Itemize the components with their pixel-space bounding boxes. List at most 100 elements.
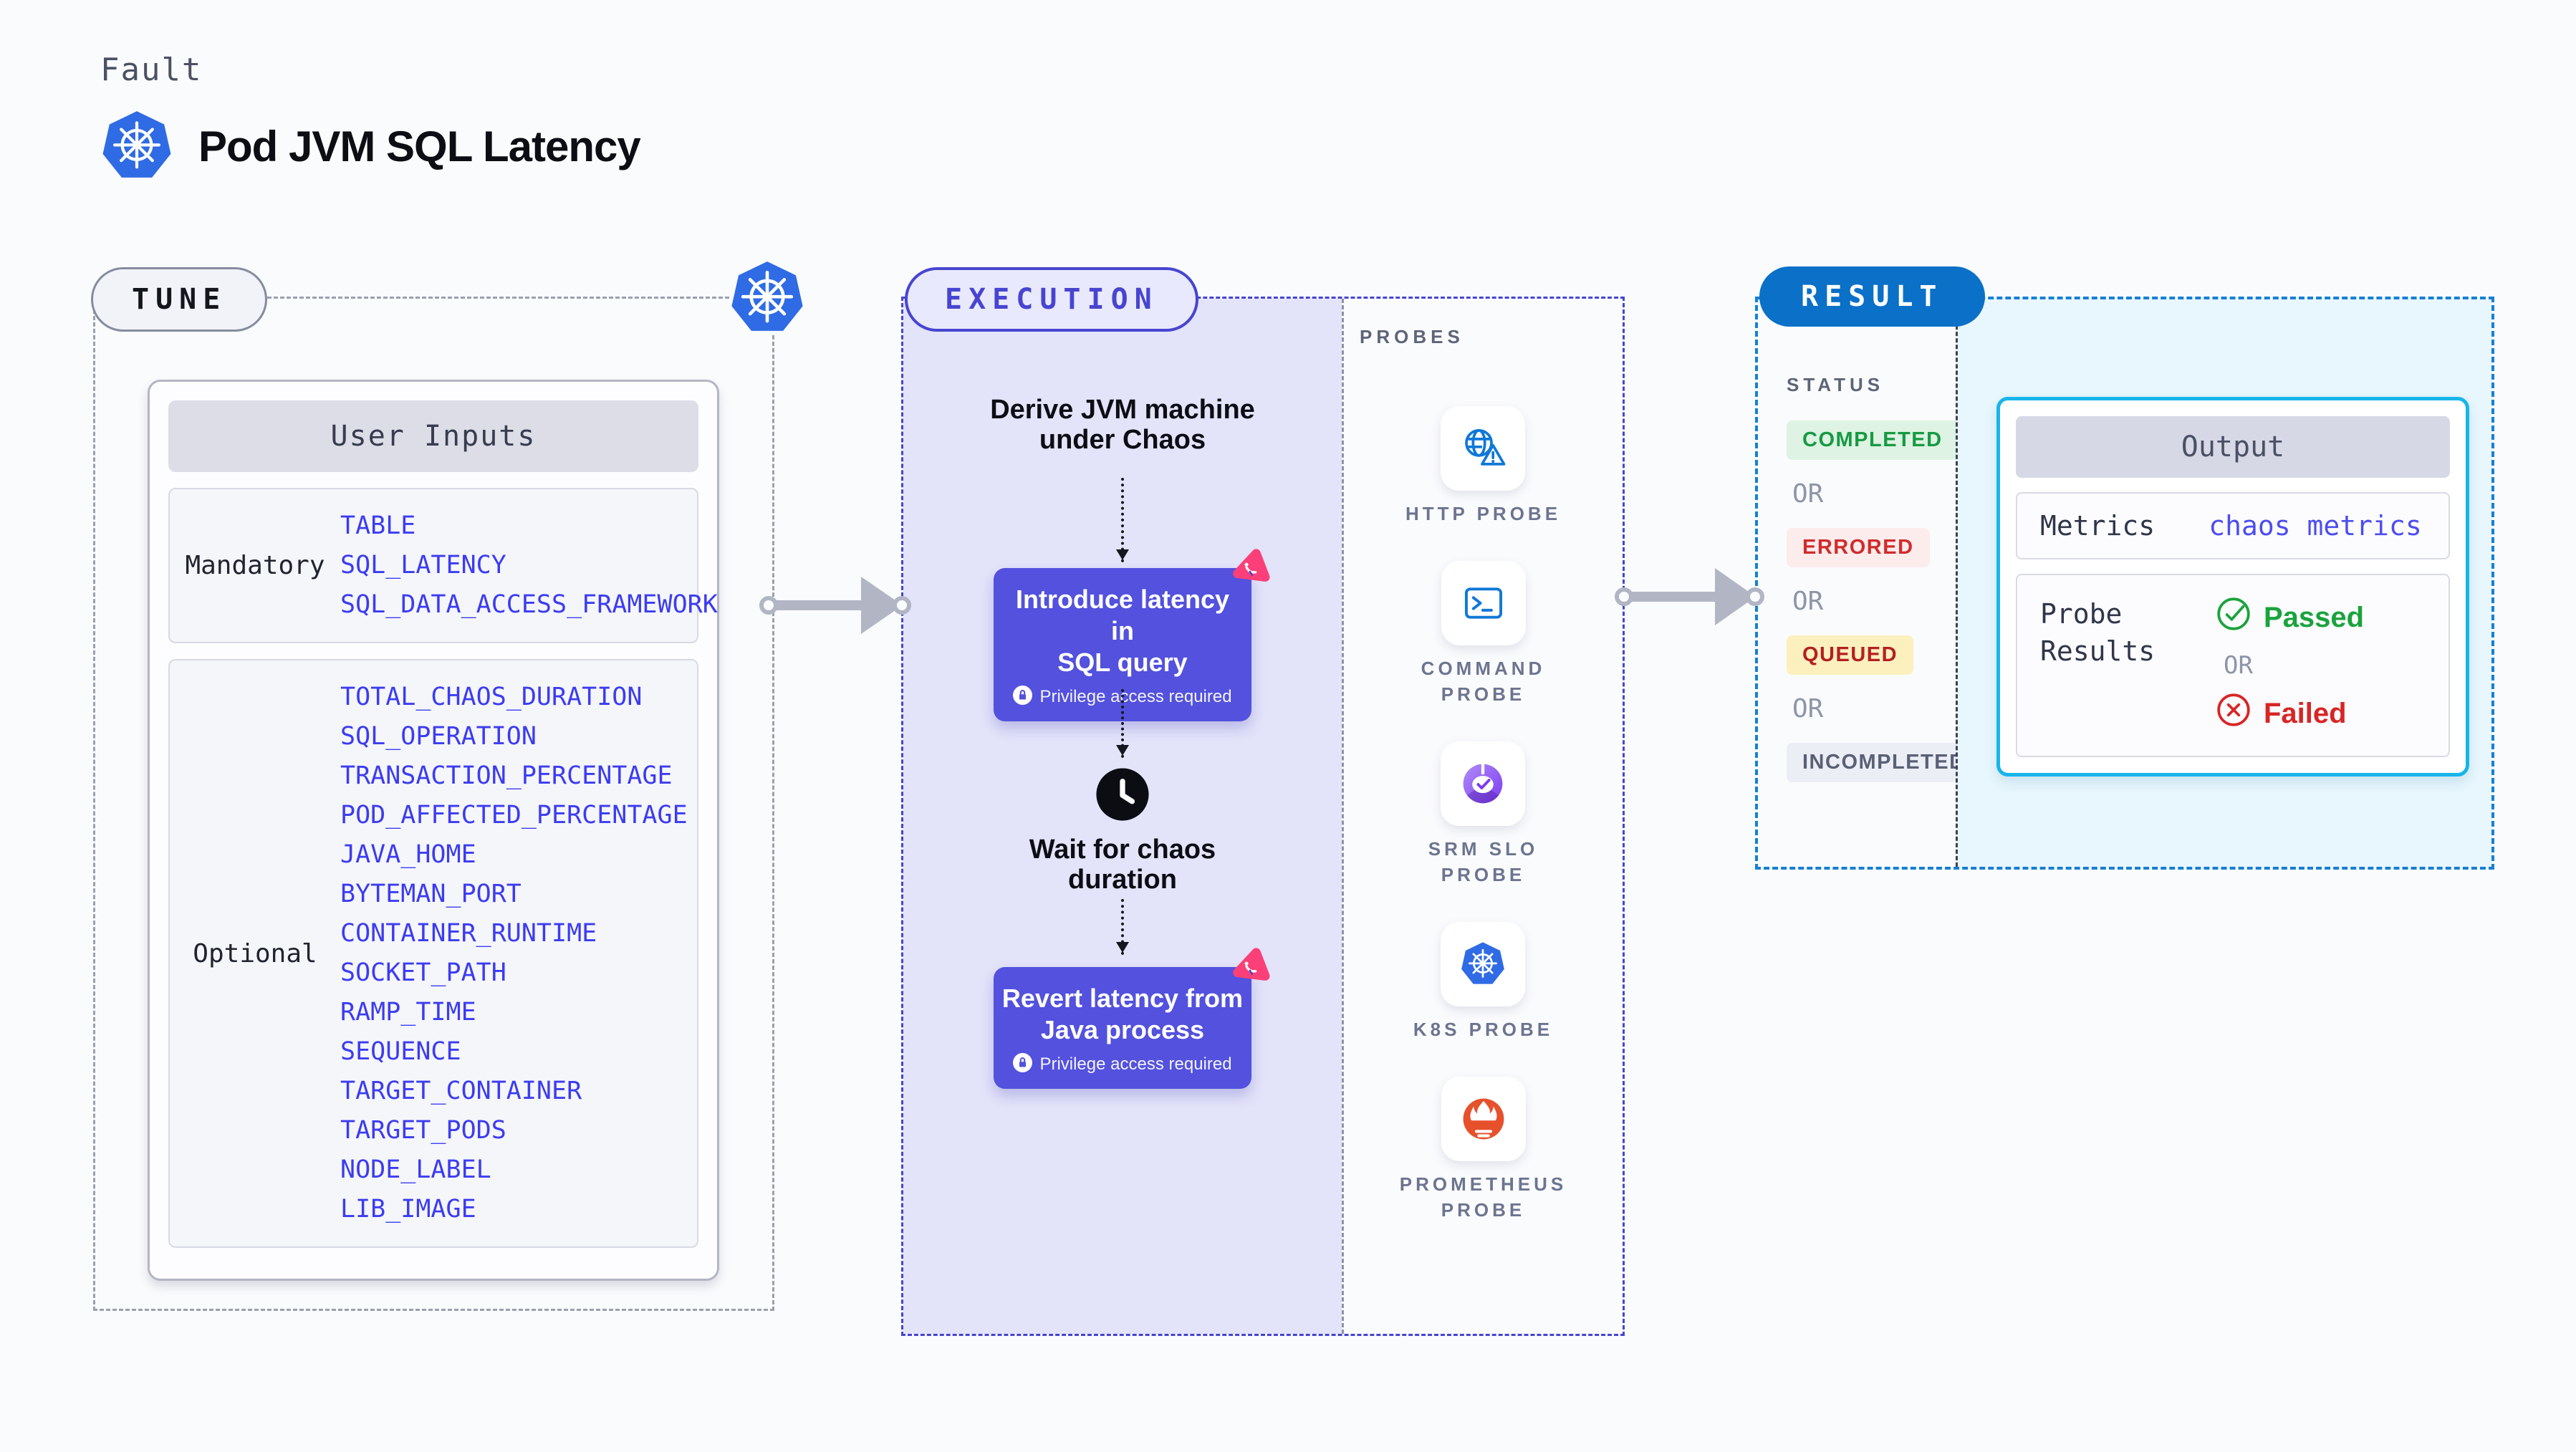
tune-badge: TUNE	[91, 267, 268, 332]
or-label: OR	[1792, 479, 1824, 509]
user-inputs-title: User Inputs	[168, 400, 698, 472]
probe-results-values: Passed OR Failed	[2205, 595, 2426, 736]
clock-icon	[1095, 766, 1150, 822]
metrics-value: chaos metrics	[2209, 510, 2422, 542]
status-badge-completed: COMPLETED	[1787, 420, 1959, 460]
k8s-probe-icon	[1441, 922, 1526, 1006]
kubernetes-icon	[100, 109, 174, 183]
probe-results-row: Probe Results Passed OR	[2016, 574, 2450, 757]
env-var: TARGET_PODS	[340, 1116, 506, 1145]
status-title: STATUS	[1787, 374, 1885, 395]
node-title: Revert latency from Java process	[1001, 984, 1244, 1044]
env-var: CONTAINER_RUNTIME	[340, 919, 597, 948]
probe-item-prometheus: PROMETHEUS PROBE	[1400, 1077, 1567, 1223]
probe-label: COMMAND PROBE	[1421, 658, 1546, 705]
metrics-row: Metrics chaos metrics	[2016, 492, 2450, 559]
probe-label: HTTP PROBE	[1405, 503, 1562, 524]
result-badge: RESULT	[1759, 266, 1985, 327]
litmus-chaos-icon	[1226, 547, 1270, 591]
env-var: TRANSACTION_PERCENTAGE	[340, 761, 673, 790]
status-column: STATUS COMPLETED OR ERRORED OR QUEUED OR…	[1758, 299, 1981, 867]
passed-label: Passed	[2264, 601, 2365, 633]
title-row: Pod JVM SQL Latency	[100, 109, 641, 183]
user-inputs-card: User Inputs Mandatory TABLE SQL_LATENCY …	[148, 380, 719, 1281]
status-badge-incompleted: INCOMPLETED	[1787, 743, 1981, 782]
result-section: RESULT STATUS COMPLETED OR ERRORED OR QU…	[1755, 266, 2494, 870]
env-var: JAVA_HOME	[340, 840, 476, 869]
page-title: Pod JVM SQL Latency	[198, 122, 641, 170]
or-label: OR	[1792, 694, 1824, 723]
output-title: Output	[2016, 416, 2450, 478]
prometheus-probe-icon	[1441, 1077, 1526, 1161]
flow-arrow	[1116, 478, 1129, 562]
check-circle-icon	[2215, 595, 2252, 640]
env-var: TABLE	[340, 511, 416, 540]
env-var: SEQUENCE	[340, 1037, 461, 1066]
privilege-note: Privilege access required	[1039, 687, 1232, 706]
fault-eyebrow: Fault	[100, 52, 203, 88]
privilege-note-row: Privilege access required	[1013, 1053, 1232, 1076]
execution-flow: Derive JVM machine under Chaos Introduce…	[903, 299, 1342, 1334]
output-card: Output Metrics chaos metrics Probe Resul…	[1996, 397, 2469, 777]
node-title: Introduce latency in SQL query	[1015, 585, 1230, 677]
command-probe-icon	[1441, 561, 1526, 645]
env-var: SQL_DATA_ACCESS_FRAMEWORK	[340, 590, 718, 619]
or-label: OR	[1792, 587, 1824, 616]
probe-item-srm-slo: SRM SLO PROBE	[1428, 741, 1538, 888]
mandatory-inputs-row: Mandatory TABLE SQL_LATENCY SQL_DATA_ACC…	[168, 488, 718, 643]
env-var: TARGET_CONTAINER	[340, 1077, 582, 1105]
lock-icon	[1013, 686, 1033, 708]
env-var: POD_AFFECTED_PERCENTAGE	[340, 801, 688, 830]
env-var: LIB_IMAGE	[340, 1195, 476, 1223]
probe-item-command: COMMAND PROBE	[1421, 561, 1546, 707]
privilege-note: Privilege access required	[1039, 1054, 1232, 1074]
probe-label: PROMETHEUS PROBE	[1399, 1173, 1567, 1221]
failed-row: Failed	[2215, 691, 2426, 736]
status-badge-errored: ERRORED	[1787, 528, 1930, 567]
arrow-execution-to-result	[1615, 568, 1764, 625]
env-var: TOTAL_CHAOS_DURATION	[340, 683, 643, 711]
probes-title: PROBES	[1360, 326, 1464, 347]
env-var: BYTEMAN_PORT	[340, 880, 522, 908]
env-var: SQL_LATENCY	[340, 551, 506, 580]
execution-section: EXECUTION Derive JVM machine under Chaos…	[901, 267, 1625, 1336]
passed-row: Passed	[2215, 595, 2426, 640]
flow-arrow	[1116, 689, 1129, 758]
probe-label: K8S PROBE	[1413, 1019, 1554, 1040]
flow-arrow	[1116, 899, 1129, 955]
status-list: COMPLETED OR ERRORED OR QUEUED OR INCOMP…	[1787, 420, 1981, 782]
probes-panel: PROBES	[1342, 299, 1623, 1334]
env-var: NODE_LABEL	[340, 1155, 491, 1184]
litmus-chaos-icon	[1226, 946, 1270, 990]
or-label: OR	[2224, 651, 2253, 680]
probe-list: HTTP PROBE COMMAND PROBE	[1344, 406, 1623, 1257]
mandatory-label: Mandatory	[185, 551, 325, 580]
env-var: SQL_OPERATION	[340, 722, 537, 751]
metrics-label: Metrics	[2040, 510, 2156, 542]
arrow-tune-to-execution	[759, 577, 911, 634]
kubernetes-corner-icon	[726, 257, 808, 339]
privilege-note-row: Privilege access required	[1013, 686, 1232, 708]
optional-inputs-row: Optional TOTAL_CHAOS_DURATION SQL_OPERAT…	[168, 659, 698, 1248]
revert-latency-node: Revert latency from Java process Privile…	[994, 948, 1270, 1089]
derive-step-text: Derive JVM machine under Chaos	[990, 395, 1255, 455]
output-panel: Output Metrics chaos metrics Probe Resul…	[1956, 299, 2491, 867]
probe-item-http: HTTP PROBE	[1405, 406, 1561, 527]
probe-label: SRM SLO PROBE	[1428, 838, 1539, 885]
env-var: SOCKET_PATH	[340, 958, 506, 987]
status-badge-queued: QUEUED	[1787, 635, 1914, 675]
x-circle-icon	[2215, 691, 2252, 736]
srm-slo-probe-icon	[1441, 741, 1526, 826]
http-probe-icon	[1441, 406, 1526, 491]
optional-label: Optional	[193, 938, 317, 968]
probe-item-k8s: K8S PROBE	[1413, 922, 1553, 1042]
wait-step-text: Wait for chaos duration	[1029, 835, 1216, 895]
env-var: RAMP_TIME	[340, 998, 476, 1027]
tune-section: TUNE User Inputs Mandatory TABLE	[91, 258, 807, 1311]
lock-icon	[1013, 1053, 1033, 1076]
failed-label: Failed	[2264, 697, 2347, 729]
mandatory-values: TABLE SQL_LATENCY SQL_DATA_ACCESS_FRAMEW…	[340, 489, 718, 642]
probe-results-label: Probe Results	[2040, 598, 2156, 667]
execution-badge: EXECUTION	[905, 267, 1198, 332]
